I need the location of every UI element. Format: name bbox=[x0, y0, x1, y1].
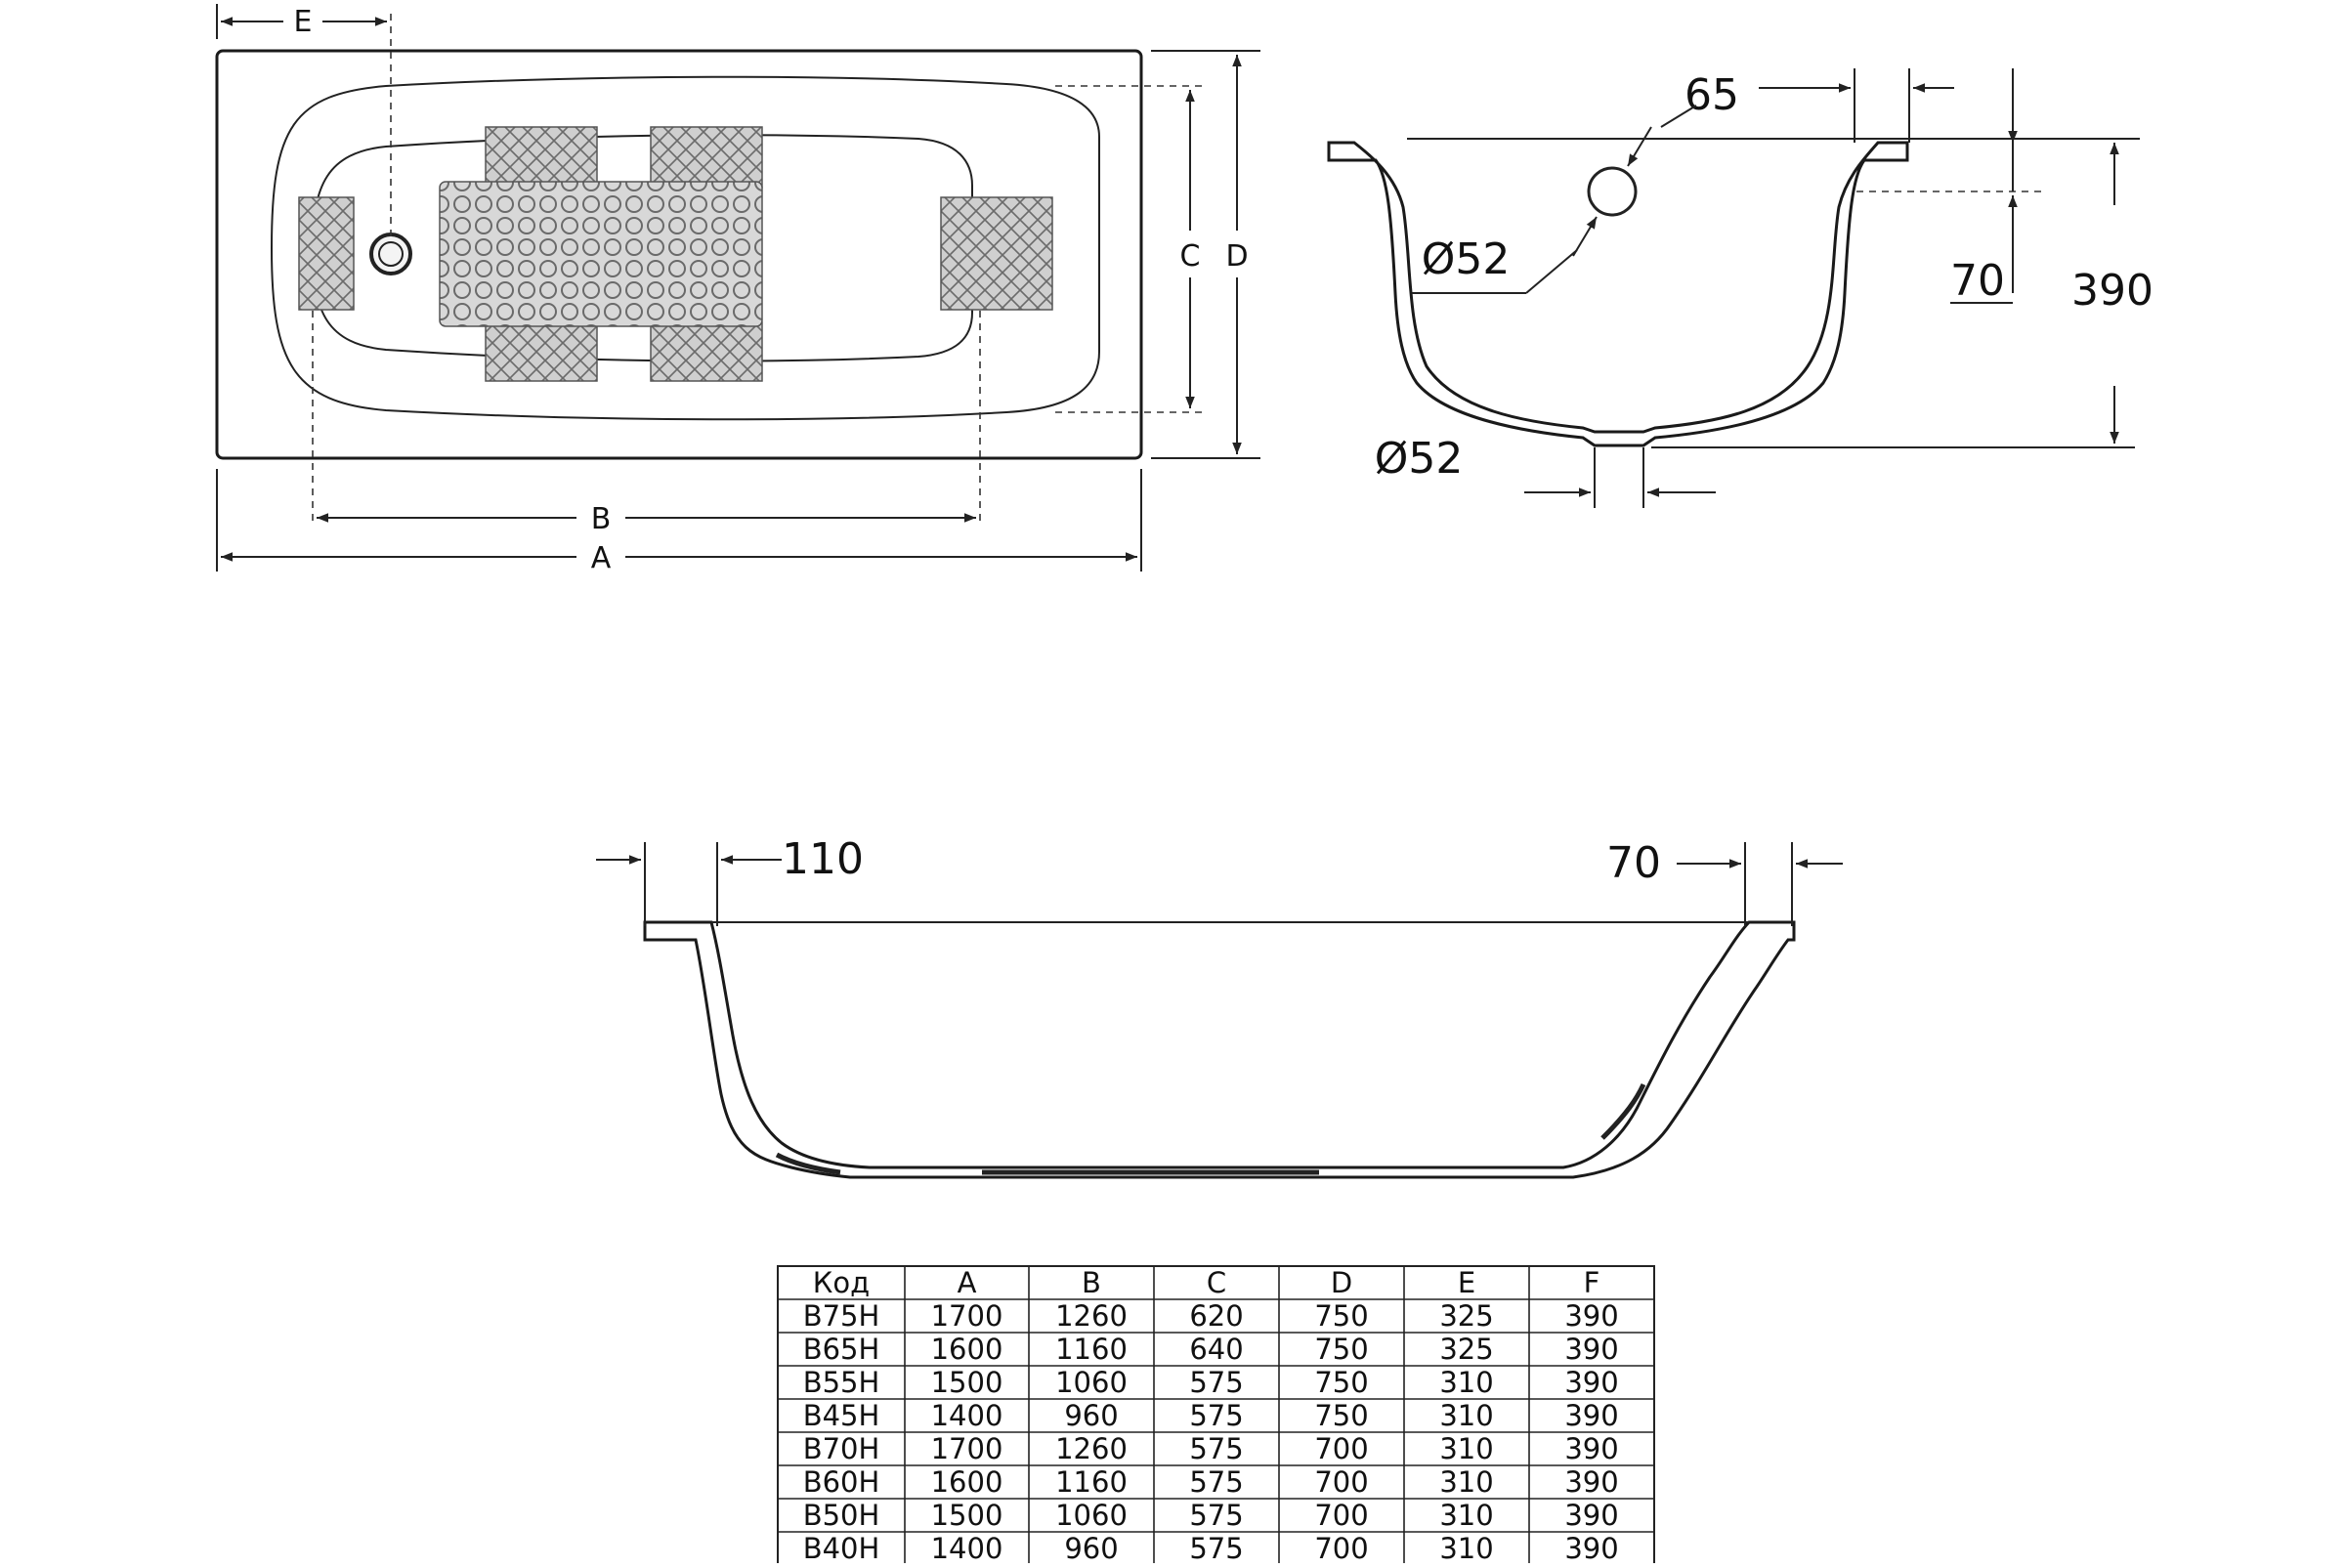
grip-pad-right bbox=[940, 196, 1053, 311]
table-cell: 1500 bbox=[931, 1366, 1003, 1399]
table-cell: 1060 bbox=[1055, 1499, 1128, 1532]
table-cell: 575 bbox=[1189, 1399, 1243, 1432]
table-header-cell: E bbox=[1458, 1266, 1475, 1299]
table-cell: 960 bbox=[1064, 1532, 1118, 1563]
table-cell: 390 bbox=[1564, 1432, 1618, 1465]
dim-65: 65 bbox=[1684, 70, 1739, 120]
table-cell: 960 bbox=[1064, 1399, 1118, 1432]
dim-110: 110 bbox=[782, 834, 864, 884]
table-cell: 1700 bbox=[931, 1299, 1003, 1333]
top-view: E B A C D bbox=[215, 4, 1260, 575]
cross-section-profile bbox=[1327, 141, 1909, 447]
table-cell: 390 bbox=[1564, 1499, 1618, 1532]
table-cell: 310 bbox=[1439, 1366, 1493, 1399]
dim-390: 390 bbox=[2071, 266, 2153, 316]
table-header-cell: F bbox=[1584, 1266, 1600, 1299]
table-cell: 1260 bbox=[1055, 1432, 1128, 1465]
cross-section-view: 65 Ø52 70 390 Ø52 bbox=[1327, 68, 2153, 508]
dim-70-side: 70 bbox=[1950, 256, 2005, 306]
table-cell: 575 bbox=[1189, 1532, 1243, 1563]
table-cell: 390 bbox=[1564, 1399, 1618, 1432]
table-cell: 750 bbox=[1314, 1299, 1368, 1333]
table-cell: 310 bbox=[1439, 1465, 1493, 1499]
tub-rim-outline bbox=[215, 49, 1143, 460]
anti-slip-pad-bottom-right bbox=[650, 321, 763, 382]
table-cell: 1500 bbox=[931, 1499, 1003, 1532]
table-cell: 700 bbox=[1314, 1499, 1368, 1532]
tub-basin-outer bbox=[270, 75, 1100, 421]
table-cell: 1600 bbox=[931, 1333, 1003, 1366]
table-cell: 1400 bbox=[931, 1532, 1003, 1563]
anti-slip-pad-top-left bbox=[485, 126, 598, 189]
table-cell: 640 bbox=[1189, 1333, 1243, 1366]
table-cell: B45H bbox=[803, 1399, 880, 1432]
table-cell: 310 bbox=[1439, 1532, 1493, 1563]
table-cell: 325 bbox=[1439, 1299, 1493, 1333]
dim-label-a: A bbox=[591, 541, 612, 575]
grip-pad-left bbox=[298, 196, 355, 311]
table-cell: 1160 bbox=[1055, 1465, 1128, 1499]
table-header-cell: D bbox=[1331, 1266, 1352, 1299]
table-cell: B40H bbox=[803, 1532, 880, 1563]
table-cell: B60H bbox=[803, 1465, 880, 1499]
dim-label-d: D bbox=[1225, 239, 1248, 274]
longitudinal-section-view: 110 70 bbox=[596, 834, 1843, 1179]
table-cell: 750 bbox=[1314, 1366, 1368, 1399]
table-cell: 1060 bbox=[1055, 1366, 1128, 1399]
long-section-profile bbox=[643, 920, 1796, 1179]
table-cell: 750 bbox=[1314, 1399, 1368, 1432]
dim-label-c: C bbox=[1180, 239, 1201, 274]
table-cell: 1160 bbox=[1055, 1333, 1128, 1366]
table-cell: 390 bbox=[1564, 1333, 1618, 1366]
table-cell: 620 bbox=[1189, 1299, 1243, 1333]
table-header-cell: B bbox=[1082, 1266, 1101, 1299]
table-cell: 575 bbox=[1189, 1432, 1243, 1465]
table-cell: B50H bbox=[803, 1499, 880, 1532]
table-cell: 575 bbox=[1189, 1366, 1243, 1399]
table-cell: B75H bbox=[803, 1299, 880, 1333]
table-cell: 575 bbox=[1189, 1465, 1243, 1499]
dim-70-long: 70 bbox=[1606, 838, 1661, 888]
table-cell: 1260 bbox=[1055, 1299, 1128, 1333]
table-cell: 310 bbox=[1439, 1399, 1493, 1432]
table-cell: 700 bbox=[1314, 1532, 1368, 1563]
table-cell: 325 bbox=[1439, 1333, 1493, 1366]
table-cell: 700 bbox=[1314, 1432, 1368, 1465]
table-cell: 390 bbox=[1564, 1465, 1618, 1499]
table-cell: 750 bbox=[1314, 1333, 1368, 1366]
dim-dia-overflow: Ø52 bbox=[1422, 234, 1511, 284]
table-cell: B65H bbox=[803, 1333, 880, 1366]
anti-slip-mat-center bbox=[439, 181, 763, 327]
anti-slip-pad-bottom-left bbox=[485, 321, 598, 382]
table-cell: 390 bbox=[1564, 1299, 1618, 1333]
table-cell: B55H bbox=[803, 1366, 880, 1399]
overflow-hole-icon bbox=[1587, 166, 1638, 217]
table-header-cell: A bbox=[958, 1266, 977, 1299]
dim-dia-drain: Ø52 bbox=[1375, 434, 1464, 484]
table-cell: 310 bbox=[1439, 1499, 1493, 1532]
table-cell: 390 bbox=[1564, 1366, 1618, 1399]
table-cell: 700 bbox=[1314, 1465, 1368, 1499]
anti-slip-pad-top-right bbox=[650, 126, 763, 189]
table-cell: B70H bbox=[803, 1432, 880, 1465]
dim-label-e: E bbox=[294, 5, 313, 39]
table-header-cell: C bbox=[1207, 1266, 1226, 1299]
table-cell: 575 bbox=[1189, 1499, 1243, 1532]
dim-label-b: B bbox=[591, 502, 612, 536]
drain-icon bbox=[369, 233, 412, 275]
table-cell: 310 bbox=[1439, 1432, 1493, 1465]
table-cell: 390 bbox=[1564, 1532, 1618, 1563]
table-header-cell: Код bbox=[813, 1266, 870, 1299]
table-cell: 1700 bbox=[931, 1432, 1003, 1465]
table-cell: 1600 bbox=[931, 1465, 1003, 1499]
table-cell: 1400 bbox=[931, 1399, 1003, 1432]
